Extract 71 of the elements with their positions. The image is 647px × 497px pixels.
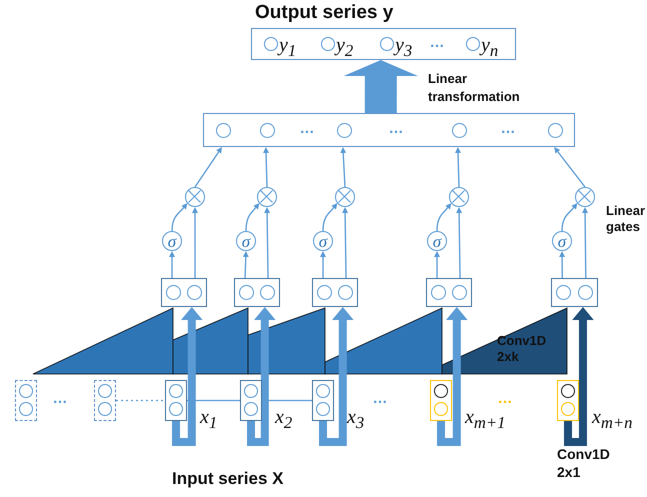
input-box (94, 380, 116, 421)
gate-box (312, 278, 358, 307)
arrow (554, 147, 586, 188)
side-label: Conv1D 2xk (497, 333, 548, 366)
arrow (169, 251, 175, 278)
series-label: x$_{2}$ (275, 407, 292, 432)
multiply-node (575, 187, 595, 207)
series-label: x$_{m+n}$ (592, 407, 632, 432)
gate-box (161, 278, 207, 307)
arrow (434, 251, 440, 278)
ellipsis: … (372, 390, 388, 409)
gate-box (551, 278, 598, 307)
arrow (322, 203, 338, 232)
ellipsis: … (500, 120, 516, 137)
hidden-layer-box (203, 113, 575, 147)
block-arrow (344, 60, 418, 113)
arrow (264, 207, 270, 278)
sigmoid-node: σ (313, 231, 333, 251)
multiply-node (335, 187, 355, 207)
gate-box (234, 278, 280, 307)
series-label: x$_{m+1}$ (465, 407, 506, 432)
arrow (247, 307, 276, 446)
input-box (165, 380, 187, 421)
arrow (436, 203, 452, 232)
side-label: Linear gates (606, 203, 646, 236)
series-label: y$_{1}$ (279, 35, 296, 60)
sigmoid-node: σ (552, 231, 572, 251)
side-label: Conv1D 2x1 (557, 446, 611, 481)
arrow (242, 251, 249, 278)
arrow (342, 207, 348, 278)
input-box (430, 380, 452, 421)
sigmoid-node: σ (162, 231, 182, 251)
ellipsis: … (52, 390, 68, 409)
arrow (172, 307, 203, 446)
arrow (245, 203, 260, 232)
arrow (564, 307, 594, 446)
heading: Output series y (255, 2, 394, 24)
arrow (319, 307, 354, 446)
arrow (559, 251, 566, 278)
arrow (455, 147, 461, 188)
ellipsis: … (498, 390, 512, 409)
arrow (192, 207, 198, 278)
arrow (171, 203, 188, 232)
arrow (194, 147, 222, 188)
ellipsis: … (300, 120, 314, 137)
input-box (240, 380, 262, 421)
arrow (456, 207, 462, 278)
arrow (437, 307, 468, 446)
series-label: y$_{3}$ (395, 35, 412, 60)
multiply-node (185, 187, 205, 207)
multiply-node (449, 187, 469, 207)
ellipsis: … (388, 120, 404, 137)
input-box (557, 380, 579, 421)
input-box (15, 380, 37, 421)
arrow (340, 147, 346, 188)
series-label: y$_{n}$ (481, 35, 498, 60)
arrow (582, 207, 588, 278)
arrow (263, 147, 270, 188)
connector-line (116, 400, 165, 402)
axis-caption: Input series X (172, 468, 284, 490)
arrow (561, 203, 578, 232)
ellipsis: … (430, 34, 444, 51)
gate-box (426, 278, 472, 307)
multiply-node (257, 187, 277, 207)
series-label: x$_{1}$ (200, 407, 218, 432)
series-label: x$_{3}$ (347, 407, 364, 432)
sigmoid-node: σ (427, 231, 447, 251)
sigmoid-node: σ (236, 231, 256, 251)
series-label: y$_{2}$ (336, 35, 354, 60)
input-box (312, 380, 334, 421)
arrow (320, 251, 326, 278)
